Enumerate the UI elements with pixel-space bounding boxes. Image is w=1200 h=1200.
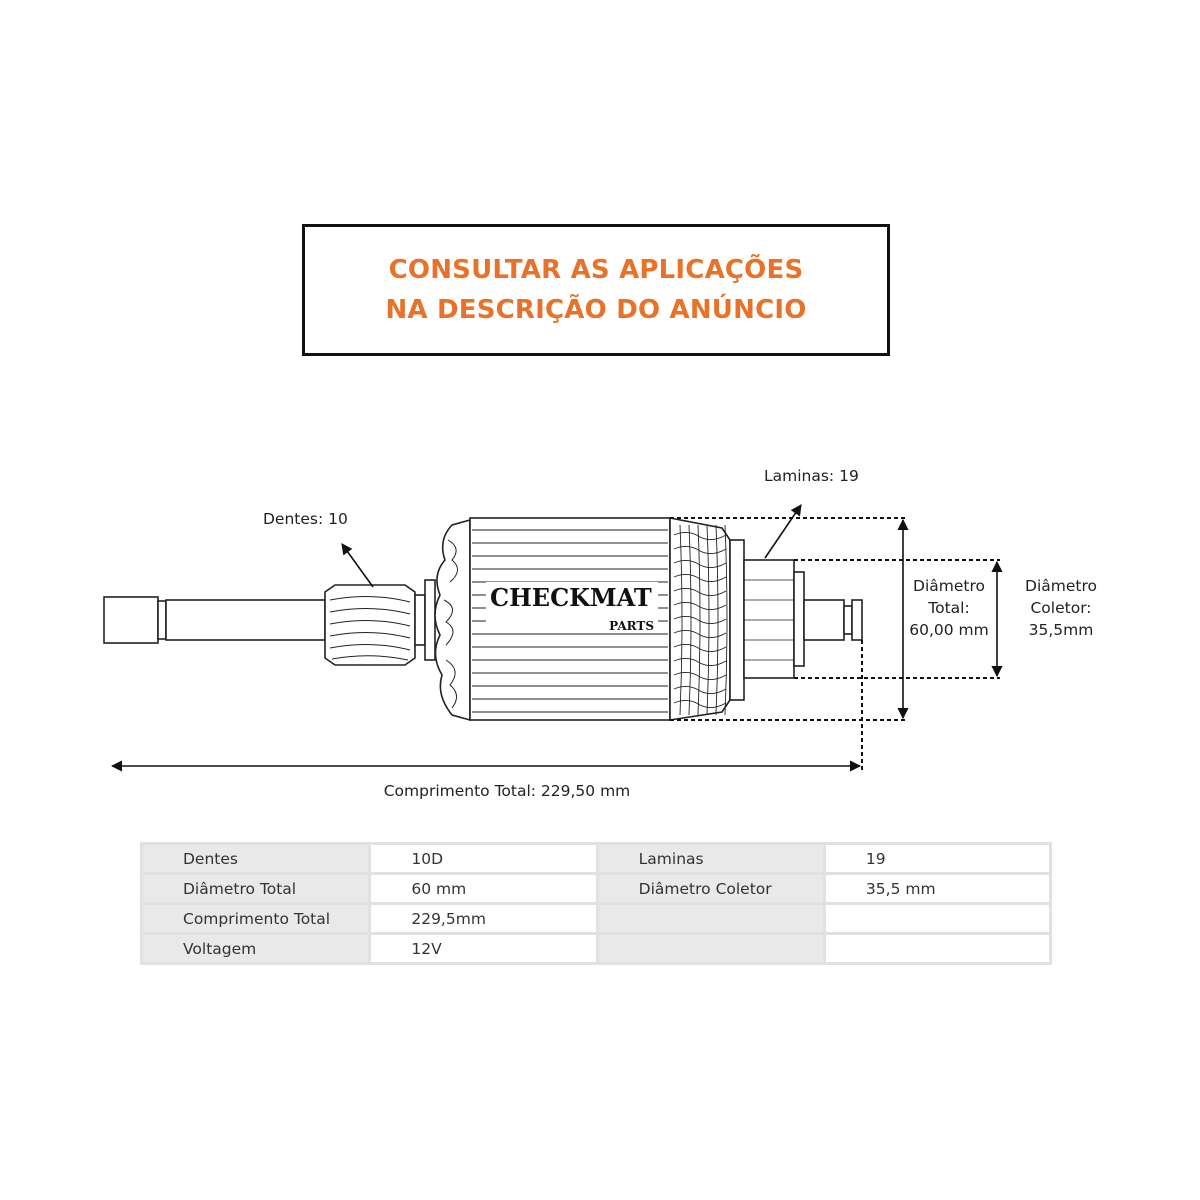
spec-value: 229,5mm — [368, 902, 599, 935]
spec-label: Laminas — [595, 842, 826, 875]
spec-label: Voltagem — [139, 932, 372, 965]
diameter-total-annotation: Diâmetro Total: 60,00 mm — [900, 575, 998, 641]
logo-sub: PARTS — [609, 619, 654, 633]
laminas-annotation: Laminas: 19 — [764, 467, 859, 485]
diameter-collector-annotation: Diâmetro Coletor: 35,5mm — [1012, 575, 1110, 641]
diameter-total-line: Total: — [928, 599, 970, 617]
winding-wire — [673, 700, 727, 708]
table-row: Dentes 10D Laminas 19 — [139, 842, 1053, 875]
checkmat-logo: CHECKMAT PARTS — [486, 582, 658, 633]
winding-wire — [673, 672, 727, 680]
table-row: Diâmetro Total 60 mm Diâmetro Coletor 35… — [139, 872, 1053, 905]
notice-line-2: NA DESCRIÇÃO DO ANÚNCIO — [385, 295, 807, 325]
spec-label: Diâmetro Coletor — [595, 872, 826, 905]
winding-wire — [706, 524, 710, 716]
table-row: Comprimento Total 229,5mm — [139, 902, 1053, 935]
spec-value — [822, 932, 1053, 965]
teeth-annotation: Dentes: 10 — [263, 510, 348, 528]
diameter-collector-line: Coletor: — [1030, 599, 1092, 617]
spec-label: Diâmetro Total — [139, 872, 372, 905]
diameter-total-line: Diâmetro — [913, 577, 985, 595]
winding-wire — [724, 524, 728, 716]
spec-label: Comprimento Total — [139, 902, 372, 935]
shaft-right — [803, 599, 845, 641]
diameter-collector-line: Diâmetro — [1025, 577, 1097, 595]
spec-label — [595, 902, 826, 935]
shaft-end-left — [103, 596, 159, 644]
spec-table: Dentes 10D Laminas 19 Diâmetro Total 60 … — [139, 842, 1053, 965]
spec-label — [595, 932, 826, 965]
winding-left — [434, 518, 471, 722]
winding-wire — [697, 524, 701, 716]
laminas-leader — [764, 504, 802, 559]
winding-wire — [673, 686, 727, 694]
spec-value: 60 mm — [368, 872, 599, 905]
logo-brand: CHECKMAT — [490, 583, 652, 612]
notice-box: CONSULTAR AS APLICAÇÕES NA DESCRIÇÃO DO … — [302, 224, 890, 356]
spec-value: 19 — [822, 842, 1053, 875]
winding-wire — [679, 524, 683, 716]
spec-value: 35,5 mm — [822, 872, 1053, 905]
winding-wire — [673, 560, 727, 568]
diameter-total-line: 60,00 mm — [909, 621, 989, 639]
spec-value: 10D — [368, 842, 599, 875]
winding-wire — [673, 532, 727, 540]
winding-wire — [688, 524, 692, 716]
commutator-ring — [729, 539, 745, 701]
winding-wire — [715, 524, 719, 716]
total-length-annotation: Comprimento Total: 229,50 mm — [383, 782, 631, 800]
dimension-guides — [670, 517, 1000, 773]
spec-value: 12V — [368, 932, 599, 965]
table-row: Voltagem 12V — [139, 932, 1053, 965]
shaft-left — [157, 600, 167, 640]
spec-label: Dentes — [139, 842, 372, 875]
teeth-leader — [341, 543, 374, 588]
winding-wire — [673, 546, 727, 554]
spec-value — [822, 902, 1053, 935]
diameter-collector-line: 35,5mm — [1028, 621, 1094, 639]
notice-line-1: CONSULTAR AS APLICAÇÕES — [388, 255, 804, 285]
